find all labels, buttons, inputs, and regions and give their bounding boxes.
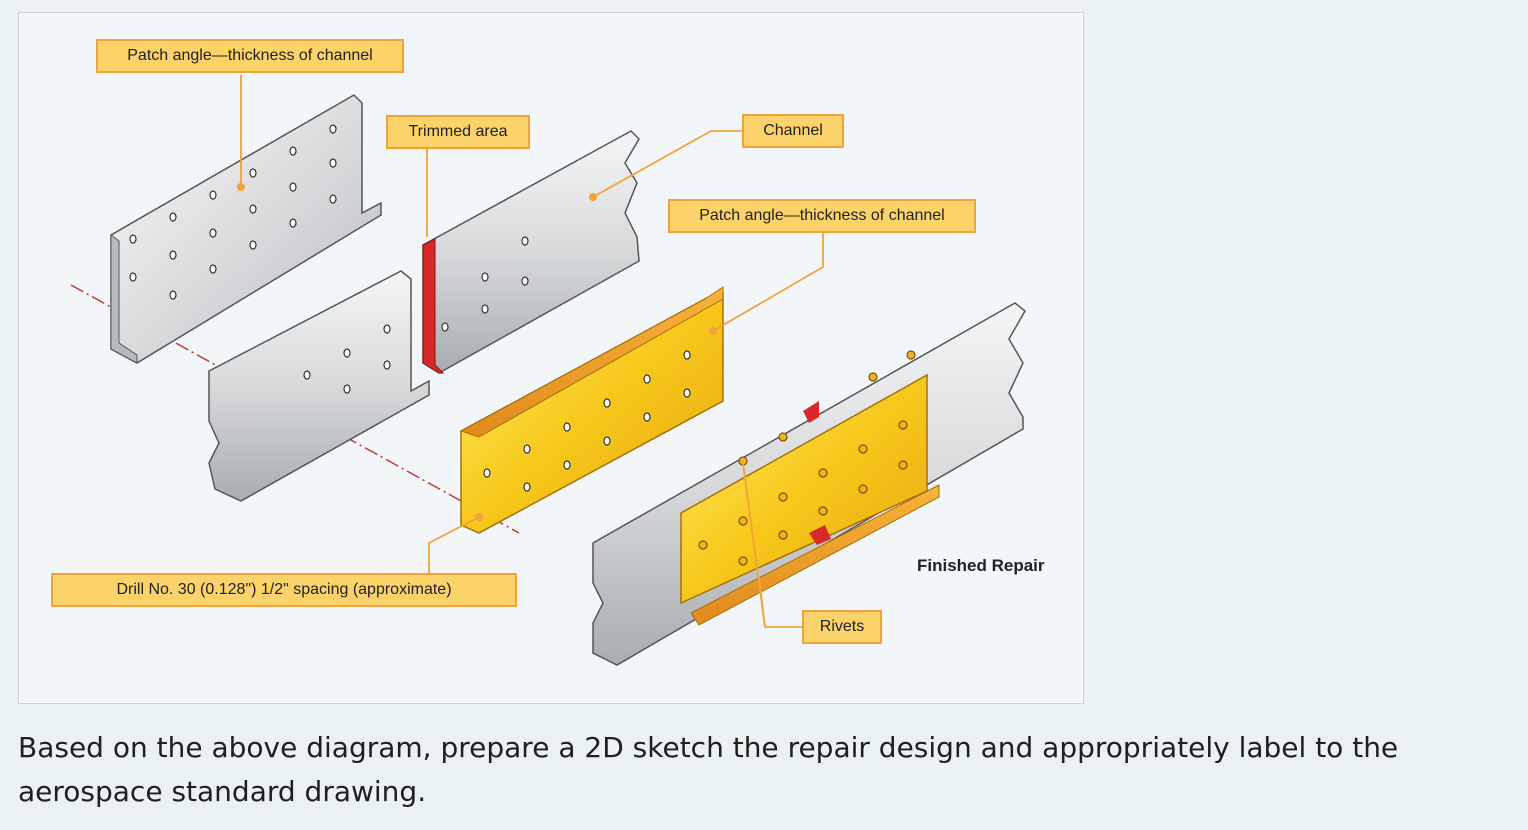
label-finished-repair: Finished Repair [917,556,1045,575]
callout-rivets: Rivets [802,610,882,644]
leader-dots [237,183,717,521]
callout-patch-angle-top: Patch angle—thickness of channel [96,39,404,73]
holes-channel-middle [441,236,529,332]
repair-diagram [70,75,1026,666]
channel-upper-middle [422,130,640,374]
callout-trimmed-area: Trimmed area [386,115,530,149]
rivets-finished [698,350,916,566]
callout-drill: Drill No. 30 (0.128") 1/2" spacing (appr… [51,573,517,607]
patch-angle-gold [459,286,724,534]
holes-channel-left [303,324,391,394]
question-text: Based on the above diagram, prepare a 2D… [18,731,1399,808]
finished-repair-assembly [592,302,1026,666]
diagram-figure: Patch angle—thickness of channel Trimmed… [18,12,1084,704]
holes-gold-patch [483,350,691,492]
callout-channel: Channel [742,114,844,148]
holes-left-patch [129,124,337,300]
leader-lines [240,75,824,628]
channel-lower-left [208,270,430,502]
patch-angle-left [110,94,382,364]
callout-patch-angle-right: Patch angle—thickness of channel [668,199,976,233]
